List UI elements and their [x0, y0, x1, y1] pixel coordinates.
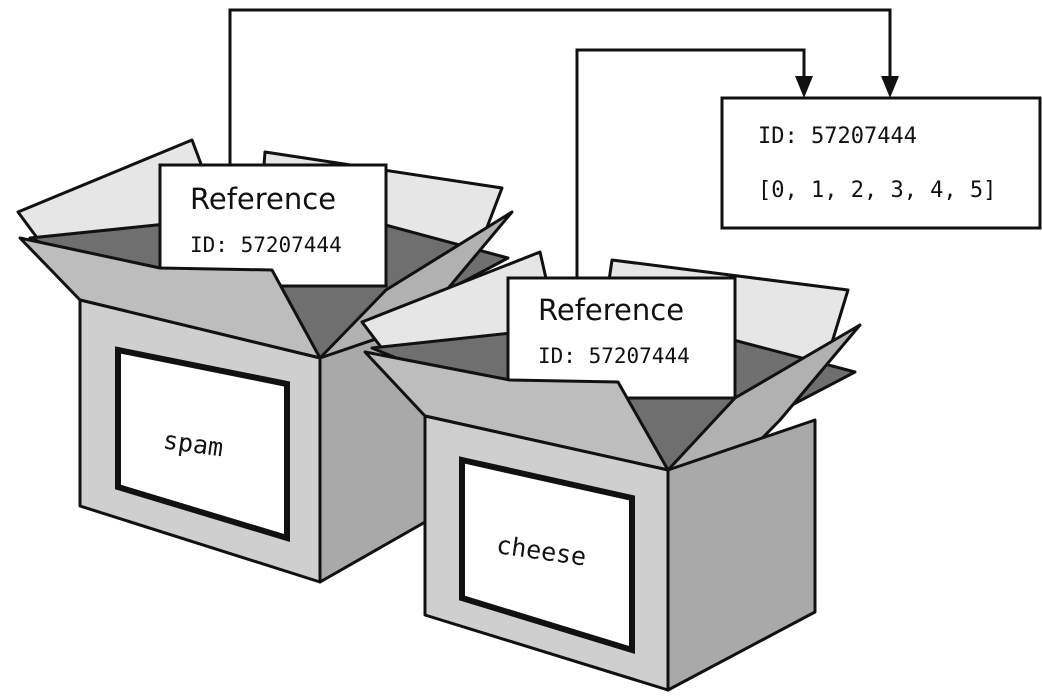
- cheese-box-side: [666, 418, 817, 692]
- cheese-reference-arrowhead: [795, 76, 813, 98]
- cheese-label-panel: [459, 456, 635, 655]
- spam-box: Reference ID: 57207444 spam: [16, 138, 514, 584]
- cheese-front-flap-left: [363, 350, 670, 472]
- spam-reference-card: Reference ID: 57207444: [158, 163, 388, 288]
- spam-reference-arrow-line: [228, 8, 892, 165]
- spam-reference-arrowhead: [881, 76, 899, 98]
- cheese-reference-card: Reference ID: 57207444: [506, 276, 737, 400]
- cheese-box: Reference ID: 57207444 cheese: [360, 250, 862, 692]
- spam-label-panel: [115, 346, 290, 543]
- cheese-reference-id: ID: 57207444: [538, 344, 690, 368]
- spam-reference-title: Reference: [190, 182, 336, 216]
- cheese-reference-arrow-line: [575, 48, 806, 278]
- list-object-id: ID: 57207444: [758, 124, 917, 149]
- cheese-reference-title: Reference: [538, 293, 684, 327]
- list-object-value: [0, 1, 2, 3, 4, 5]: [758, 178, 996, 203]
- spam-front-flap-left: [18, 236, 322, 360]
- spam-reference-id: ID: 57207444: [190, 233, 342, 257]
- list-object: ID: 57207444 [0, 1, 2, 3, 4, 5]: [720, 96, 1042, 230]
- spam-reference-paper: [158, 163, 388, 288]
- list-object-box: [720, 96, 1042, 230]
